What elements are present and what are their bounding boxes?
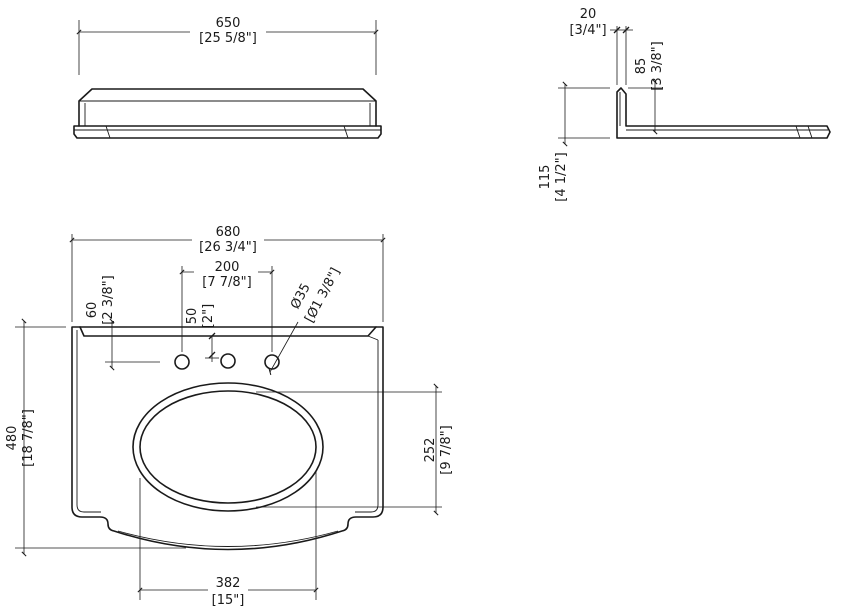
side-thickness-dimension: 20 [3/4"] bbox=[569, 7, 633, 85]
faucet-holes bbox=[174, 353, 280, 370]
hole-offset-mm: 60 bbox=[85, 302, 100, 319]
hole-inset-dimension: 50 [2"] bbox=[185, 304, 219, 362]
basin bbox=[132, 382, 324, 512]
hole-inset-mm: 50 bbox=[185, 308, 200, 325]
top-width-in: [26 3/4"] bbox=[199, 240, 257, 255]
side-thickness-mm: 20 bbox=[580, 7, 597, 22]
front-width-mm: 650 bbox=[216, 16, 241, 31]
top-width-mm: 680 bbox=[216, 225, 241, 240]
side-total-height-in: [4 1/2"] bbox=[554, 152, 569, 201]
side-thickness-in: [3/4"] bbox=[569, 23, 606, 38]
bowl-depth-dimension: 252 [9 7/8"] bbox=[256, 383, 454, 516]
top-view: 680 [26 3/4"] 200 [7 7/8"] 60 [2 3/8"] 5… bbox=[5, 225, 454, 612]
bowl-depth-mm: 252 bbox=[423, 438, 438, 463]
bowl-width-in: [15"] bbox=[212, 593, 245, 608]
hole-inset-in: [2"] bbox=[201, 304, 216, 328]
bowl-depth-in: [9 7/8"] bbox=[439, 425, 454, 474]
side-splash-height-dimension: 85 [3 3/8"] bbox=[628, 41, 665, 135]
bowl-width-dimension: 382 [15"] bbox=[137, 470, 319, 612]
side-view: 20 [3/4"] 85 [3 3/8"] 115 [4 1/2"] bbox=[538, 7, 831, 202]
top-width-dimension: 680 [26 3/4"] bbox=[69, 225, 386, 322]
front-width-dimension: 650 [25 5/8"] bbox=[76, 14, 379, 75]
side-splash-height-in: [3 3/8"] bbox=[650, 41, 665, 90]
top-depth-mm: 480 bbox=[5, 426, 20, 451]
hole-spacing-mm: 200 bbox=[215, 260, 240, 275]
side-profile bbox=[616, 87, 831, 139]
hole-spacing-in: [7 7/8"] bbox=[202, 275, 251, 290]
hole-diameter-callout: Ø35 [Ø1 3/8"] bbox=[268, 265, 344, 376]
top-depth-in: [18 7/8"] bbox=[21, 409, 36, 467]
side-splash-height-mm: 85 bbox=[634, 58, 649, 75]
side-total-height-dimension: 115 [4 1/2"] bbox=[538, 81, 610, 202]
vanity-top-outline bbox=[71, 326, 384, 551]
bowl-width-mm: 382 bbox=[216, 576, 241, 591]
front-view: 650 [25 5/8"] bbox=[73, 14, 382, 139]
hole-offset-in: [2 3/8"] bbox=[101, 275, 116, 324]
front-profile bbox=[73, 88, 382, 139]
top-depth-dimension: 480 [18 7/8"] bbox=[5, 318, 186, 557]
hole-offset-dimension: 60 [2 3/8"] bbox=[85, 275, 160, 371]
front-width-in: [25 5/8"] bbox=[199, 31, 257, 46]
side-total-height-mm: 115 bbox=[538, 165, 553, 190]
hole-spacing-dimension: 200 [7 7/8"] bbox=[179, 258, 275, 352]
